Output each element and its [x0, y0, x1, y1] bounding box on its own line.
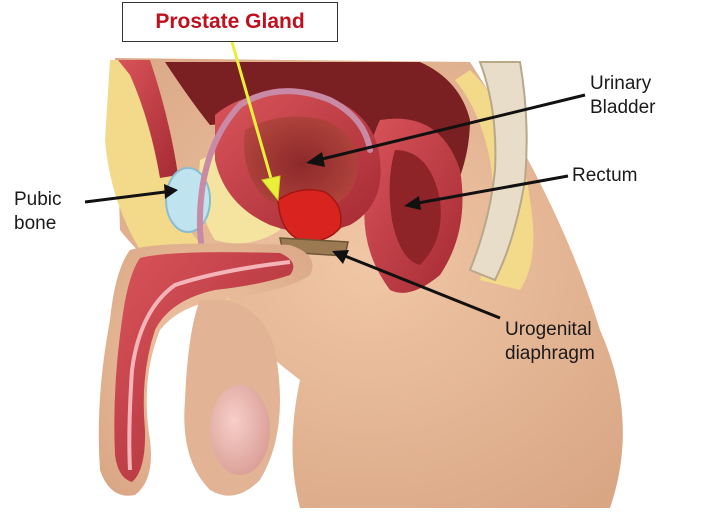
urinary-bladder-label: Urinary Bladder: [590, 72, 656, 120]
fat-layer: [105, 60, 230, 300]
testis: [210, 385, 270, 475]
diaphragm-arrow-line: [344, 254, 501, 320]
pubic-bone-label: Pubic bone: [14, 188, 62, 236]
pubic-arrow-line: [84, 190, 166, 204]
bladder-arrow-line: [317, 93, 586, 162]
urinary-bladder-line1: Urinary: [590, 73, 652, 94]
rectum-label: Rectum: [572, 165, 638, 186]
title-box: Prostate Gland: [122, 2, 338, 42]
urethra: [127, 260, 291, 471]
diaphragm-arrow-head: [332, 250, 349, 264]
urogenital-diaphragm-line1: Urogenital: [505, 319, 592, 340]
urogenital-diaphragm-line2: diaphragm: [505, 343, 595, 364]
prostate-organ: [277, 189, 342, 242]
penis-tissue: [114, 252, 294, 482]
pubic-arrow-head: [164, 184, 178, 199]
prostate-arrow-head: [261, 175, 281, 202]
rectum-arrow-line: [417, 174, 569, 205]
prostate-arrow-line: [230, 41, 274, 183]
abdominal-muscle: [118, 60, 178, 178]
sacrum: [468, 61, 528, 282]
pubic-bone-line1: Pubic: [14, 189, 62, 210]
title-label: Prostate Gland: [155, 10, 305, 33]
urogenital-diaphragm-label: Urogenital diaphragm: [505, 318, 595, 366]
pubic-bone-line2: bone: [14, 213, 57, 234]
urinary-bladder-line2: Bladder: [590, 97, 656, 118]
bladder-arrow-head: [306, 152, 325, 167]
rectum-arrow-head: [404, 196, 421, 210]
